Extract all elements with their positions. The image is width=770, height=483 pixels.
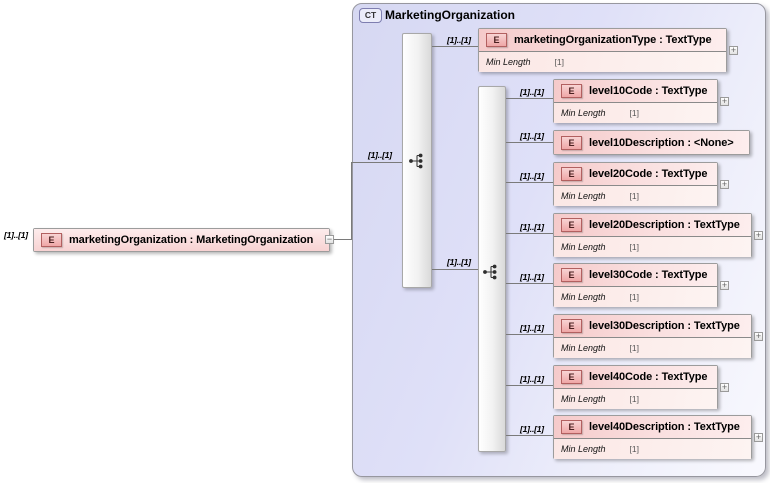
connector-line (506, 283, 553, 284)
connector-line (506, 142, 553, 143)
connector-line (506, 233, 553, 234)
facet-name: Min Length (561, 343, 606, 353)
expand-button[interactable]: + (754, 432, 763, 442)
expand-button[interactable]: + (754, 230, 763, 240)
connector-line (506, 98, 553, 99)
element-box-level40code[interactable]: E level40Code : TextType Min Length [1] … (553, 365, 729, 409)
facet-value: [1] (629, 444, 639, 454)
facet-value: [1] (629, 394, 639, 404)
element-box-level10code[interactable]: E level10Code : TextType Min Length [1] … (553, 79, 729, 123)
expand-button[interactable]: + (720, 280, 729, 290)
element-box-level30description[interactable]: E level30Description : TextType Min Leng… (553, 314, 763, 358)
complex-type-title: MarketingOrganization (385, 8, 516, 22)
expand-button[interactable]: + (754, 331, 763, 341)
cardinality-label: [1]..[1] (520, 323, 544, 333)
facet-name: Min Length (561, 292, 606, 302)
complex-type-badge: CT (359, 8, 382, 23)
element-box-level10description[interactable]: E level10Description : <None> (553, 130, 750, 155)
facet-name: Min Length (561, 191, 606, 201)
element-label: level20Code : TextType (589, 168, 708, 180)
connector-line (351, 162, 352, 240)
expand-button[interactable]: + (729, 45, 738, 55)
sequence-icon (409, 153, 423, 169)
facet-name: Min Length (561, 108, 606, 118)
connector-line (334, 239, 352, 240)
cardinality-label: [1]..[1] (520, 424, 544, 434)
connector-line (432, 46, 478, 47)
element-box-level40description[interactable]: E level40Description : TextType Min Leng… (553, 415, 763, 459)
connector-line (506, 334, 553, 335)
element-badge-icon: E (486, 33, 507, 47)
element-box-level30code[interactable]: E level30Code : TextType Min Length [1] … (553, 263, 729, 307)
cardinality-label: [1]..[1] (520, 131, 544, 141)
collapse-button[interactable]: − (325, 234, 334, 244)
cardinality-label: [1]..[1] (520, 171, 544, 181)
element-badge-icon: E (561, 167, 582, 181)
facet-name: Min Length (561, 394, 606, 404)
facet-value: [1] (629, 343, 639, 353)
cardinality-label: [1]..[1] (447, 257, 471, 267)
connector-line (432, 269, 478, 270)
facet-name: Min Length (486, 57, 531, 67)
element-label: level10Code : TextType (589, 85, 708, 97)
facet-name: Min Length (561, 444, 606, 454)
connector-line (506, 435, 553, 436)
expand-button[interactable]: + (720, 96, 729, 106)
connector-line (506, 385, 553, 386)
element-box-level20code[interactable]: E level20Code : TextType Min Length [1] … (553, 162, 729, 206)
root-element-box[interactable]: E marketingOrganization : MarketingOrgan… (33, 228, 330, 252)
sequence-group-outer[interactable] (402, 33, 432, 288)
element-badge-icon: E (561, 319, 582, 333)
element-badge-icon: E (561, 84, 582, 98)
element-box-level20description[interactable]: E level20Description : TextType Min Leng… (553, 213, 763, 257)
element-label: level20Description : TextType (589, 219, 740, 231)
element-badge-icon: E (561, 420, 582, 434)
cardinality-label: [1]..[1] (520, 374, 544, 384)
cardinality-label: [1]..[1] (520, 272, 544, 282)
cardinality-label: [1]..[1] (368, 150, 392, 160)
sequence-group-inner[interactable] (478, 86, 506, 452)
element-badge-icon: E (561, 218, 582, 232)
element-label: marketingOrganizationType : TextType (514, 34, 712, 46)
expand-button[interactable]: + (720, 382, 729, 392)
cardinality-label: [1]..[1] (447, 35, 471, 45)
element-badge-icon: E (561, 268, 582, 282)
cardinality-label: [1]..[1] (520, 222, 544, 232)
element-badge-icon: E (561, 135, 582, 150)
facet-value: [1] (629, 242, 639, 252)
element-label: level30Code : TextType (589, 269, 708, 281)
connector-line (352, 162, 402, 163)
facet-value: [1] (629, 108, 639, 118)
cardinality-label: [1]..[1] (520, 87, 544, 97)
element-label: level10Description : <None> (589, 136, 734, 149)
facet-value: [1] (629, 191, 639, 201)
element-badge-icon: E (561, 370, 582, 384)
element-label: level40Code : TextType (589, 371, 708, 383)
facet-value: [1] (629, 292, 639, 302)
expand-button[interactable]: + (720, 179, 729, 189)
connector-line (506, 182, 553, 183)
root-element-label: marketingOrganization : MarketingOrganiz… (69, 234, 314, 246)
element-box-marketingorganizationtype[interactable]: E marketingOrganizationType : TextType M… (478, 28, 738, 72)
element-label: level30Description : TextType (589, 320, 740, 332)
cardinality-label: [1]..[1] (4, 230, 28, 240)
sequence-icon (483, 264, 497, 280)
facet-name: Min Length (561, 242, 606, 252)
facet-value: [1] (554, 57, 564, 67)
element-label: level40Description : TextType (589, 421, 740, 433)
element-badge-icon: E (41, 233, 62, 247)
